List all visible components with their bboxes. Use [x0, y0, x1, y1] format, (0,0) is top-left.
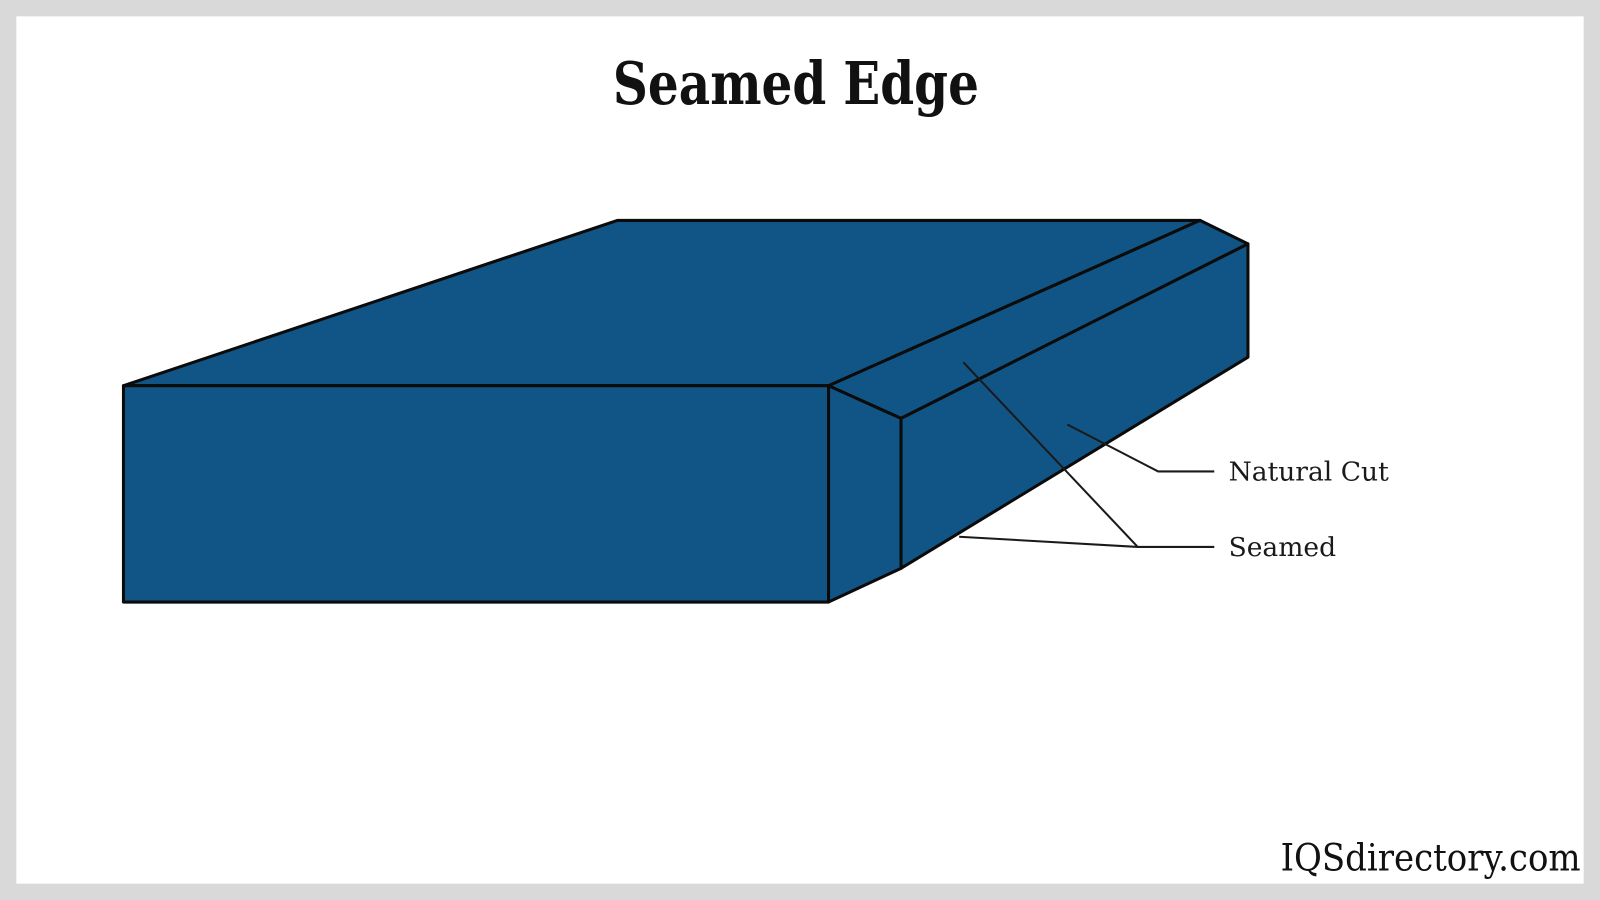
slab-side-face — [899, 242, 1250, 570]
diagram-title: Seamed Edge — [613, 48, 979, 118]
slab-front-face — [121, 384, 831, 604]
natural-cut-label: Natural Cut — [1229, 457, 1390, 488]
seam-front-bevel — [827, 384, 903, 604]
leader-lines — [959, 361, 1215, 548]
seamed-label: Seamed — [1229, 532, 1337, 563]
natural-cut-leader — [1066, 423, 1215, 473]
slab — [121, 218, 1250, 604]
seamed-leader-bottom — [959, 535, 1138, 548]
watermark-logo: IQSdirectory.com — [1281, 837, 1581, 880]
